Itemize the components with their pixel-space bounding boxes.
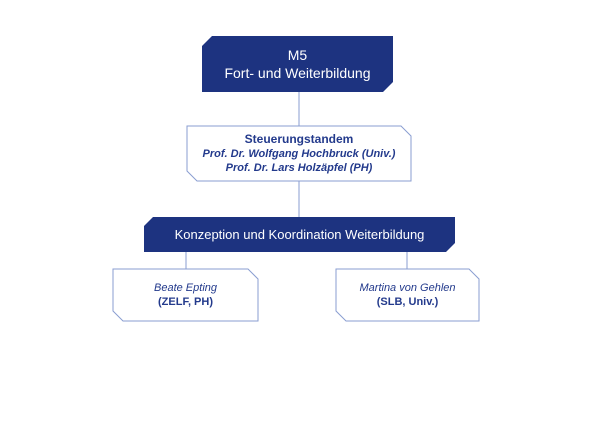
steering-box-shape [186, 125, 412, 182]
right-box: Martina von Gehlen (SLB, Univ.) [336, 269, 479, 321]
steering-box-title: Steuerungstandem [244, 132, 354, 146]
top-box: M5 Fort- und Weiterbildung [202, 36, 393, 92]
top-box-shape [202, 36, 393, 92]
left-box: Beate Epting (ZELF, PH) [113, 269, 258, 321]
coordination-box-label: Konzeption und Koordination Weiterbildun… [174, 226, 425, 242]
top-box-code: M5 [287, 47, 308, 63]
coordination-box: Konzeption und Koordination Weiterbildun… [144, 217, 455, 252]
steering-box-member-2: Prof. Dr. Lars Holzäpfel (PH) [225, 162, 373, 174]
right-box-name: Martina von Gehlen [359, 282, 456, 294]
right-box-shape [335, 268, 480, 322]
left-box-name: Beate Epting [154, 282, 217, 294]
left-box-affiliation: (ZELF, PH) [158, 296, 213, 308]
right-box-affiliation: (SLB, Univ.) [376, 296, 439, 308]
steering-box-member-1: Prof. Dr. Wolfgang Hochbruck (Univ.) [202, 148, 396, 160]
top-box-title: Fort- und Weiterbildung [224, 65, 371, 81]
steering-box: Steuerungstandem Prof. Dr. Wolfgang Hoch… [187, 126, 411, 181]
coordination-box-shape [144, 217, 455, 252]
left-box-shape [112, 268, 259, 322]
